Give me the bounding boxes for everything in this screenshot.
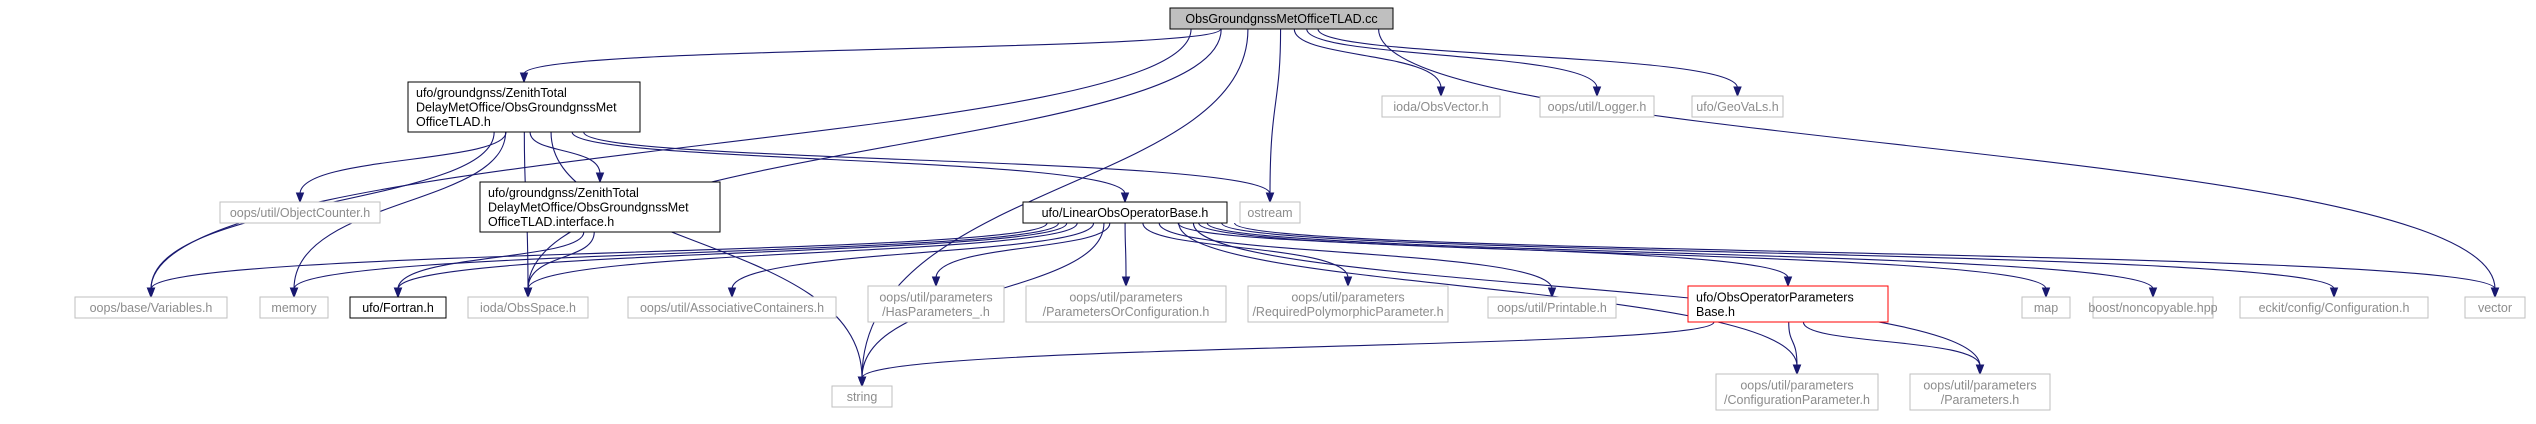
node-iface-label-line: OfficeTLAD.interface.h xyxy=(488,215,614,229)
node-reqpoly-label-line: /RequiredPolymorphicParameter.h xyxy=(1252,305,1443,319)
node-objcounter[interactable]: oops/util/ObjectCounter.h xyxy=(219,201,381,224)
node-hasparams-label-line: /HasParameters_.h xyxy=(882,305,990,319)
node-noncopyable[interactable]: boost/noncopyable.hpp xyxy=(2088,296,2218,319)
node-iface-label-line: DelayMetOffice/ObsGroundgnssMet xyxy=(488,201,689,215)
edge-hdr-to-objcounter xyxy=(295,131,507,204)
node-string-label-line: string xyxy=(847,390,878,404)
node-iface-label-line: ufo/groundgnss/ZenithTotal xyxy=(488,186,639,200)
edge-linear-to-assoc xyxy=(727,222,1095,299)
node-paramsorconf-label-line: /ParametersOrConfiguration.h xyxy=(1043,305,1210,319)
node-fortran[interactable]: ufo/Fortran.h xyxy=(349,296,447,319)
node-map[interactable]: map xyxy=(2021,296,2071,319)
node-reqpoly-label-line: oops/util/parameters xyxy=(1291,290,1404,304)
node-linear[interactable]: ufo/LinearObsOperatorBase.h xyxy=(1022,201,1228,224)
edge-root-to-obsvector xyxy=(1293,28,1446,98)
node-map-label-line: map xyxy=(2034,301,2058,315)
node-hdr-label-line: DelayMetOffice/ObsGroundgnssMet xyxy=(416,101,617,115)
edge-linear-to-variables xyxy=(146,222,1048,299)
edge-linear-to-printable xyxy=(1158,222,1557,299)
edge-linear-to-hasparams xyxy=(931,222,1111,288)
node-linear-label-line: ufo/LinearObsOperatorBase.h xyxy=(1042,206,1209,220)
node-logger-label-line: oops/util/Logger.h xyxy=(1548,100,1647,114)
edge-hdr-to-ostream xyxy=(583,131,1275,204)
node-memory-label-line: memory xyxy=(271,301,317,315)
node-parameters-label-line: oops/util/parameters xyxy=(1923,378,2036,392)
node-hdr-label-line: ufo/groundgnss/ZenithTotal xyxy=(416,86,567,100)
node-hasparams[interactable]: oops/util/parameters/HasParameters_.h xyxy=(867,285,1005,323)
node-confparam-label-line: oops/util/parameters xyxy=(1740,378,1853,392)
node-noncopyable-label-line: boost/noncopyable.hpp xyxy=(2088,301,2217,315)
node-hdr-label-line: OfficeTLAD.h xyxy=(416,115,491,129)
edge-linear-to-obsspace xyxy=(523,222,1078,299)
node-parameters-label-line: /Parameters.h xyxy=(1941,393,2020,407)
edge-hdr-to-linear xyxy=(571,131,1130,204)
edge-opparams-to-parameters xyxy=(1802,321,1985,376)
edge-root-to-logger xyxy=(1306,28,1602,98)
node-reqpoly[interactable]: oops/util/parameters/RequiredPolymorphic… xyxy=(1247,285,1449,323)
edge-root-to-vector xyxy=(1378,28,2500,299)
node-logger[interactable]: oops/util/Logger.h xyxy=(1539,95,1655,118)
edge-opparams-to-string xyxy=(857,321,1715,388)
node-variables[interactable]: oops/base/Variables.h xyxy=(74,296,228,319)
node-iface[interactable]: ufo/groundgnss/ZenithTotalDelayMetOffice… xyxy=(479,181,721,233)
edge-opparams-to-confparam xyxy=(1788,321,1802,376)
node-assoc-label-line: oops/util/AssociativeContainers.h xyxy=(640,301,824,315)
graph-edges xyxy=(146,28,2500,388)
node-parameters[interactable]: oops/util/parameters/Parameters.h xyxy=(1909,373,2051,411)
graph-nodes: ObsGroundgnssMetOfficeTLAD.cc ufo/groundg… xyxy=(74,7,2526,411)
node-hdr[interactable]: ufo/groundgnss/ZenithTotalDelayMetOffice… xyxy=(407,81,641,133)
node-geovals[interactable]: ufo/GeoVaLs.h xyxy=(1691,95,1784,118)
edge-linear-to-memory xyxy=(289,222,1060,299)
node-ostream-label-line: ostream xyxy=(1247,206,1292,220)
node-confparam-label-line: /ConfigurationParameter.h xyxy=(1724,393,1870,407)
node-hasparams-label-line: oops/util/parameters xyxy=(879,290,992,304)
node-geovals-label-line: ufo/GeoVaLs.h xyxy=(1696,100,1779,114)
node-eckit-label-line: eckit/config/Configuration.h xyxy=(2259,301,2410,315)
node-printable[interactable]: oops/util/Printable.h xyxy=(1487,296,1617,319)
node-vector[interactable]: vector xyxy=(2464,296,2526,319)
node-obsvector-label-line: ioda/ObsVector.h xyxy=(1393,100,1488,114)
edge-linear-to-vector xyxy=(1234,222,2500,299)
node-fortran-label-line: ufo/Fortran.h xyxy=(362,301,434,315)
node-objcounter-label-line: oops/util/ObjectCounter.h xyxy=(230,206,370,220)
node-variables-label-line: oops/base/Variables.h xyxy=(90,301,213,315)
node-confparam[interactable]: oops/util/parameters/ConfigurationParame… xyxy=(1715,373,1879,411)
edge-linear-to-noncopyable xyxy=(1206,222,2158,299)
node-obsspace[interactable]: ioda/ObsSpace.h xyxy=(467,296,589,319)
node-opparams-label-line: ufo/ObsOperatorParameters xyxy=(1696,290,1854,304)
edge-linear-to-map xyxy=(1198,222,2051,299)
edge-linear-to-paramsorconf xyxy=(1121,222,1131,288)
edge-linear-to-reqpoly xyxy=(1142,222,1353,288)
node-string[interactable]: string xyxy=(831,385,893,408)
node-root: ObsGroundgnssMetOfficeTLAD.cc xyxy=(1169,7,1394,30)
node-memory[interactable]: memory xyxy=(259,296,329,319)
node-paramsorconf[interactable]: oops/util/parameters/ParametersOrConfigu… xyxy=(1025,285,1227,323)
node-obsvector[interactable]: ioda/ObsVector.h xyxy=(1381,95,1501,118)
edge-root-to-geovals xyxy=(1317,28,1742,98)
edge-hdr-to-iface xyxy=(529,131,605,184)
edge-linear-to-fortran xyxy=(393,222,1068,299)
node-opparams-label-line: Base.h xyxy=(1696,305,1735,319)
edge-linear-to-eckit xyxy=(1221,222,2339,299)
edge-root-to-variables xyxy=(146,28,1192,299)
node-obsspace-label-line: ioda/ObsSpace.h xyxy=(480,301,576,315)
node-assoc[interactable]: oops/util/AssociativeContainers.h xyxy=(627,296,837,319)
node-printable-label-line: oops/util/Printable.h xyxy=(1497,301,1607,315)
node-eckit[interactable]: eckit/config/Configuration.h xyxy=(2239,296,2429,319)
node-ostream[interactable]: ostream xyxy=(1239,201,1301,224)
node-paramsorconf-label-line: oops/util/parameters xyxy=(1069,290,1182,304)
edge-root-to-hdr xyxy=(519,28,1222,84)
node-vector-label-line: vector xyxy=(2478,301,2512,315)
node-root-label-line: ObsGroundgnssMetOfficeTLAD.cc xyxy=(1185,12,1377,26)
edge-root-to-ostream xyxy=(1265,28,1282,204)
